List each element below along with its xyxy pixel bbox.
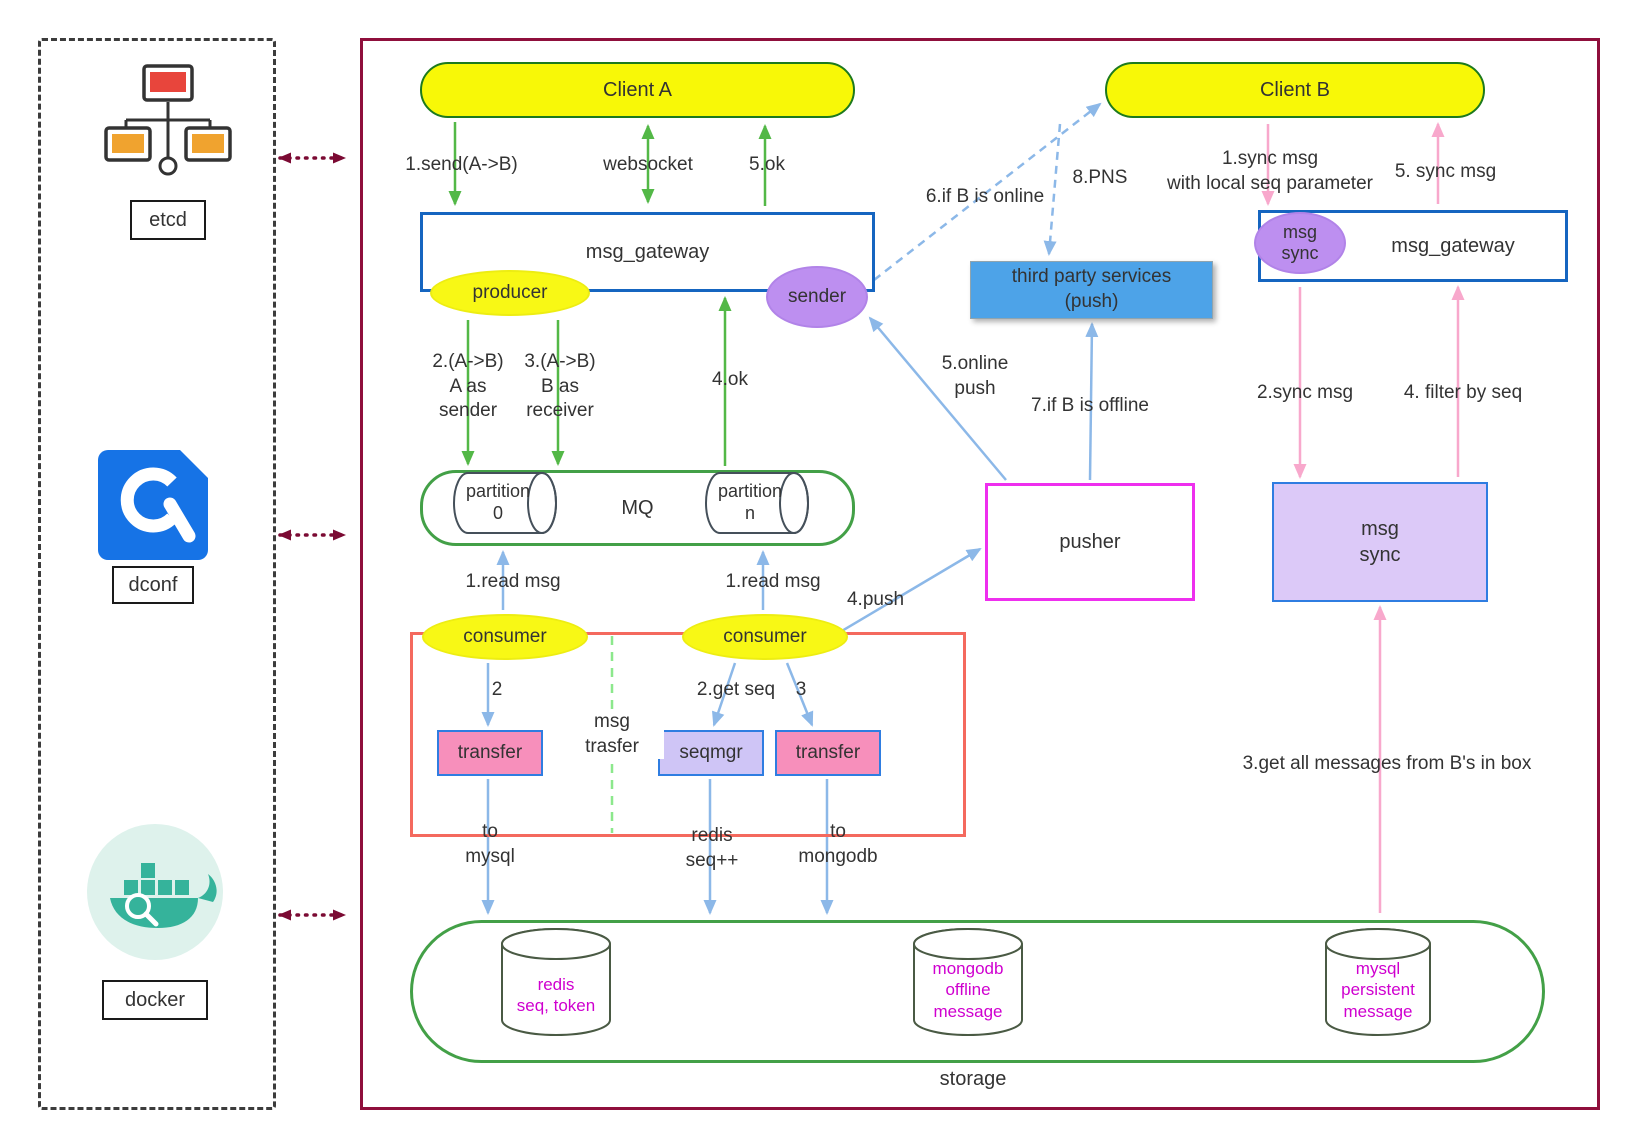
sender-node: sender [766,266,868,328]
msg-sync-box-node: msg sync [1272,482,1488,602]
redis-db-label: redis seq, token [516,975,596,1016]
edge-label-ok5: 5.ok [749,154,785,175]
docker-icon [82,816,228,964]
third-party-services-node: third party services (push) [970,261,1213,319]
dconf-icon [86,448,218,568]
docker-label: docker [102,980,208,1020]
third-party-services-label: third party services (push) [1011,266,1172,312]
partition-0-cylinder: partition 0 [448,471,560,535]
edge-label-filter4: 4. filter by seq [1403,382,1523,403]
edge-label-redis-seq: redis seq++ [685,825,739,871]
mq-label: MQ [621,497,654,519]
etcd-label-text: etcd [149,208,187,231]
msg-transfer-group-label: msg trasfer [560,710,664,760]
etcd-icon [100,62,236,194]
main-diagram-frame [360,38,1600,1110]
infra-panel-frame [38,38,276,1110]
msg-sync-ellipse-node: msg sync [1254,212,1346,274]
dconf-label-text: dconf [128,573,178,596]
consumer-right-node: consumer [682,614,848,660]
edge-label-to-mysql: to mysql [465,821,515,867]
edge-label-read-left: 1.read msg [465,571,561,592]
edge-label-sync5: 5. sync msg [1394,161,1497,182]
pusher-label: pusher [1059,530,1121,553]
consumer-right-label: consumer [723,626,807,648]
pusher-node: pusher [985,483,1195,601]
edge-label-ok4: 4.ok [712,369,748,390]
consumer-left-node: consumer [422,614,588,660]
partition-n-cylinder: partition n [700,471,812,535]
redis-db-cylinder: redis seq, token [500,926,612,1038]
edge-label-websocket: websocket [603,154,693,175]
transfer-left-label: transfer [457,742,523,763]
seqmgr-label: seqmgr [679,742,743,763]
edge-label-send: 1.send(A->B) [405,154,518,175]
msg-sync-ellipse-label: msg sync [1281,222,1319,263]
storage-label: storage [939,1068,1007,1090]
docker-label-text: docker [124,988,186,1011]
msg-sync-box-label: msg sync [1359,518,1401,566]
transfer-right-node: transfer [775,730,881,776]
edge-label-pns: 8.PNS [1072,167,1128,188]
msg-gateway-right-label: msg_gateway [1391,234,1515,257]
edge-label-step3: 3 [795,679,807,700]
mongodb-db-label: mongodb offline message [932,959,1004,1021]
client-a-label: Client A [603,78,672,101]
edge-label-step2: 2 [491,679,503,700]
producer-label: producer [472,282,548,304]
client-b-label: Client B [1259,78,1331,101]
edge-label-if-offline: 7.if B is offline [1031,395,1149,416]
edge-label-online-push: 5.online push [941,353,1009,399]
edge-label-get-seq: 2.get seq [696,679,776,700]
edge-label-b-as-receiver: 3.(A->B) B as receiver [524,351,596,422]
edge-label-get-all: 3.get all messages from B's in box [1242,753,1532,774]
consumer-left-label: consumer [463,626,547,648]
edge-label-if-online: 6.if B is online [925,186,1045,207]
msg-gateway-left-label: msg_gateway [585,240,710,263]
edge-label-sync1: 1.sync msg with local seq parameter [1167,148,1373,194]
dconf-label: dconf [112,566,194,604]
producer-node: producer [430,270,590,316]
mongodb-db-cylinder: mongodb offline message [912,926,1024,1038]
partition-0-label: partition 0 [465,481,531,523]
transfer-left-node: transfer [437,730,543,776]
edge-label-push4: 4.push [846,589,905,610]
etcd-label: etcd [130,200,206,240]
client-b-node: Client B [1105,62,1485,118]
sender-label: sender [787,286,847,308]
client-a-node: Client A [420,62,855,118]
edge-label-to-mongodb: to mongodb [798,821,878,867]
edge-label-read-right: 1.read msg [725,571,821,592]
mysql-db-cylinder: mysql persistent message [1324,926,1432,1038]
transfer-right-label: transfer [795,742,861,763]
mysql-db-label: mysql persistent message [1341,959,1415,1021]
edge-label-a-as-sender: 2.(A->B) A as sender [432,351,504,422]
partition-n-label: partition n [717,481,783,523]
edge-label-sync2: 2.sync msg [1256,382,1354,403]
seqmgr-node: seqmgr [658,730,764,776]
